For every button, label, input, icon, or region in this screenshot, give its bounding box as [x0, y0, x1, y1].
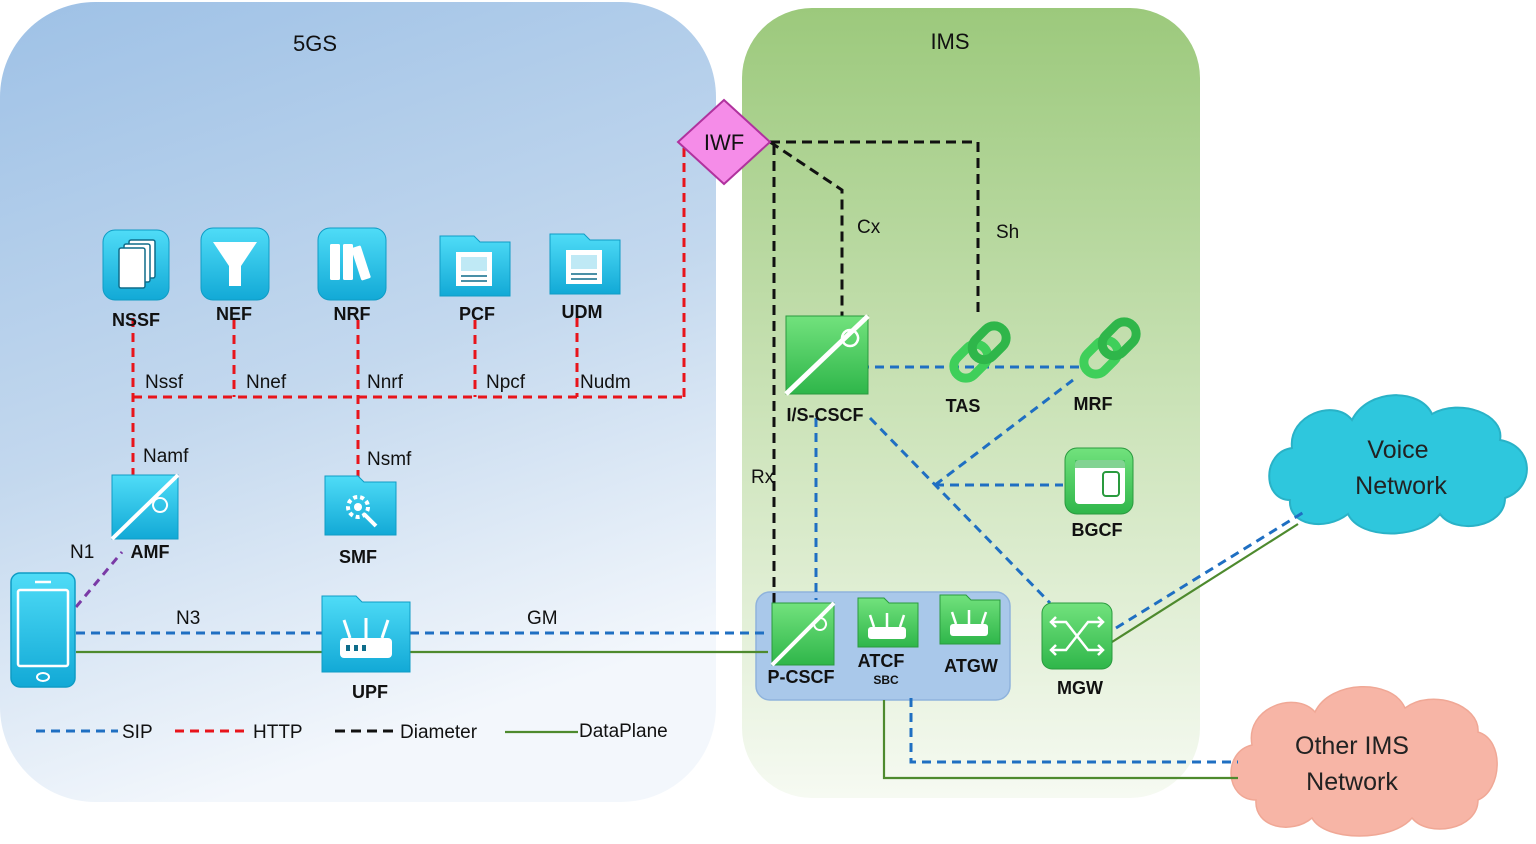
voice-network-label-2: Network [1355, 472, 1447, 500]
tas-label: TAS [946, 396, 981, 416]
udm-label: UDM [562, 302, 603, 322]
nssf-label: NSSF [112, 310, 160, 330]
iwf-label: IWF [704, 130, 744, 155]
pcf-label: PCF [459, 304, 495, 324]
documents-icon [118, 239, 156, 289]
nef-label: NEF [216, 304, 252, 324]
router-diagonal-icon [770, 601, 836, 667]
label-nnrf-interface: Nnrf [367, 372, 404, 393]
label-gm-interface: GM [527, 608, 558, 629]
server-panel-icon [1075, 460, 1125, 504]
udm-node[interactable] [549, 233, 621, 295]
bgcf-label: BGCF [1072, 520, 1123, 540]
pcf-node[interactable] [439, 235, 511, 297]
router-icon [868, 613, 906, 639]
dataplane-links [76, 523, 1299, 780]
label-n1-interface: N1 [70, 542, 94, 563]
legend: SIP HTTP Diameter DataPlane [36, 721, 668, 743]
upf-label: UPF [352, 682, 388, 702]
label-nsmf-interface: Nsmf [367, 449, 412, 470]
router-diagonal-icon [784, 314, 870, 396]
settings-gear-icon [346, 495, 378, 528]
label-namf-interface: Namf [143, 446, 189, 467]
upf-node[interactable] [321, 595, 411, 673]
5gs-region-title: 5GS [293, 31, 337, 56]
n1-link [74, 551, 124, 608]
label-nssf-interface: Nssf [145, 372, 184, 393]
legend-diameter-label: Diameter [400, 722, 478, 743]
chain-link-icon [949, 321, 1011, 383]
mgw-node[interactable] [1041, 602, 1113, 670]
amf-label: AMF [131, 542, 170, 562]
smf-label: SMF [339, 547, 377, 567]
iscscf-label: I/S-CSCF [786, 405, 863, 425]
amf-node[interactable] [110, 473, 180, 541]
iscscf-node[interactable] [784, 314, 870, 396]
diameter-links [769, 140, 980, 605]
atcf-sbc-label: SBC [873, 673, 899, 687]
ims-region-title: IMS [930, 29, 969, 54]
atgw-label: ATGW [944, 656, 998, 676]
label-nnef-interface: Nnef [246, 372, 287, 393]
binders-icon [330, 244, 371, 281]
other-ims-network-label-2: Network [1306, 768, 1398, 796]
sip-links [76, 365, 1305, 764]
legend-sip-label: SIP [122, 722, 153, 743]
label-sh-interface: Sh [996, 222, 1019, 243]
label-cx-interface: Cx [857, 217, 881, 238]
mrf-node[interactable] [1079, 317, 1141, 379]
crossed-arrows-icon [1049, 616, 1105, 656]
nssf-node[interactable] [102, 229, 170, 301]
tas-node[interactable] [949, 321, 1011, 383]
mgw-label: MGW [1057, 678, 1103, 698]
nef-node[interactable] [200, 227, 270, 301]
legend-dataplane-label: DataPlane [579, 721, 668, 742]
nrf-label: NRF [334, 304, 371, 324]
chain-link-icon [1079, 317, 1141, 379]
ue-phone-icon[interactable] [10, 572, 76, 688]
pcscf-node[interactable] [770, 601, 836, 667]
label-npcf-interface: Npcf [486, 372, 526, 393]
atcf-node[interactable] [857, 597, 919, 648]
mrf-label: MRF [1074, 394, 1113, 414]
filter-icon [213, 242, 257, 286]
smf-node[interactable] [324, 475, 397, 536]
router-diagonal-icon [110, 473, 180, 541]
voice-network-label-1: Voice [1367, 436, 1428, 464]
label-nudm-interface: Nudm [580, 372, 631, 393]
document-folder-icon [566, 250, 602, 284]
iwf-node[interactable] [676, 98, 772, 186]
bgcf-node[interactable] [1064, 447, 1134, 515]
other-ims-network-label-1: Other IMS [1295, 732, 1409, 760]
label-n3-interface: N3 [176, 608, 200, 629]
voice-network-cloud [1268, 394, 1528, 535]
nrf-node[interactable] [317, 227, 387, 301]
legend-http-label: HTTP [253, 722, 303, 743]
label-rx-interface: Rx [751, 467, 775, 488]
router-icon [340, 618, 392, 658]
router-icon [950, 610, 988, 636]
atcf-label: ATCF [858, 651, 905, 671]
document-folder-icon [456, 252, 492, 286]
other-ims-network-cloud [1230, 686, 1498, 837]
http-links [131, 140, 700, 478]
atgw-node[interactable] [939, 594, 1001, 645]
pcscf-label: P-CSCF [768, 667, 835, 687]
